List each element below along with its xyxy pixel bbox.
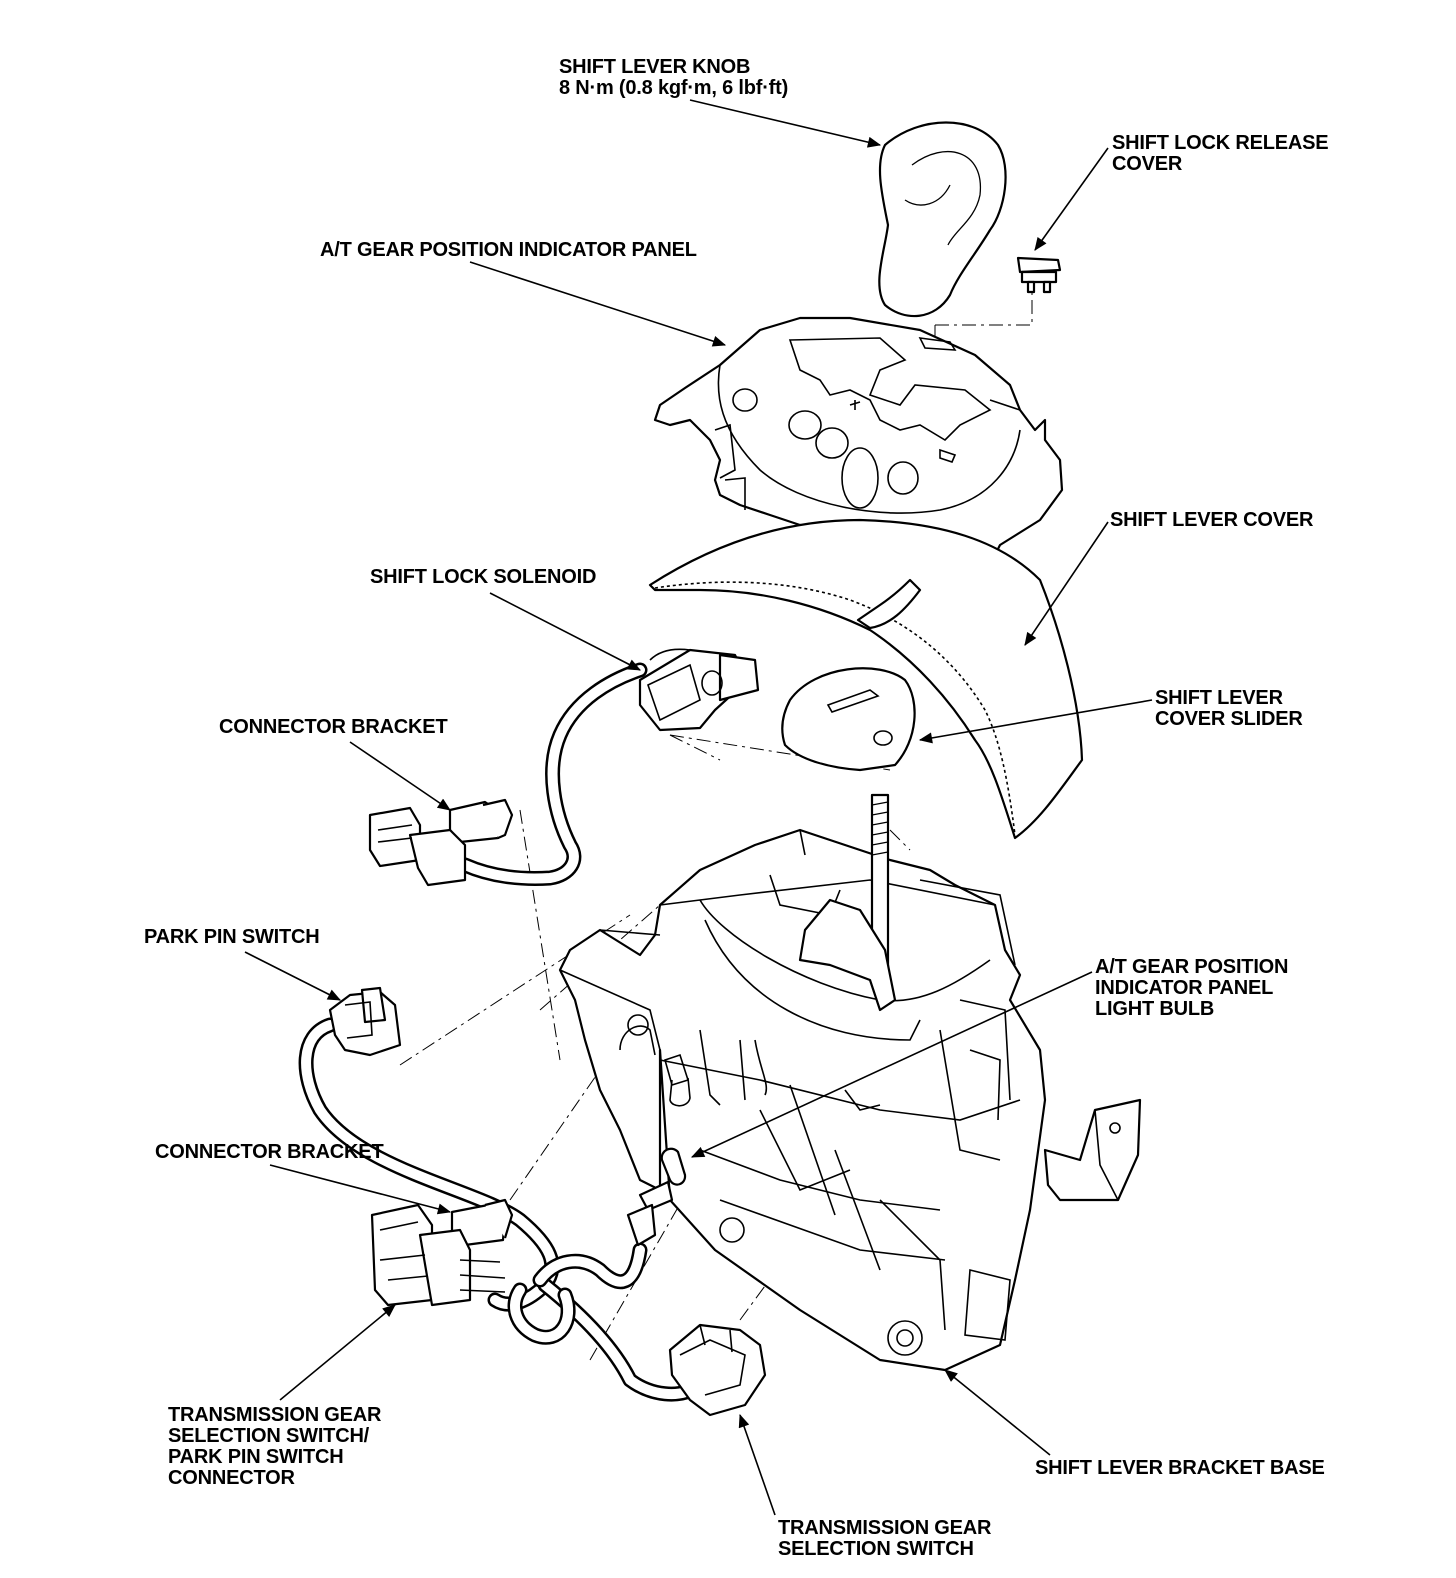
shift-lever-cover-slider <box>781 667 916 772</box>
label-park-pin-switch: PARK PIN SWITCH <box>144 927 320 948</box>
label-line: A/T GEAR POSITION <box>1095 956 1289 978</box>
label-line: CONNECTOR BRACKET <box>155 1141 384 1163</box>
label-line: COVER SLIDER <box>1155 708 1303 730</box>
label-line: A/T GEAR POSITION INDICATOR PANEL <box>320 239 697 261</box>
label-transmission-gear-selection-switch: TRANSMISSION GEAR SELECTION SWITCH <box>778 1518 991 1560</box>
label-shift-lock-release-cover: SHIFT LOCK RELEASE COVER <box>1112 132 1329 175</box>
label-line: PARK PIN SWITCH <box>168 1446 344 1468</box>
wiring-harness <box>298 662 708 1402</box>
label-line: TRANSMISSION GEAR <box>778 1517 992 1539</box>
label-line: SHIFT LOCK SOLENOID <box>370 566 597 588</box>
label-line: SHIFT LEVER <box>1155 687 1283 709</box>
connector-bracket-upper <box>448 798 514 844</box>
label-line: SHIFT LEVER COVER <box>1110 509 1314 531</box>
tgs-park-pin-connector <box>370 1203 506 1307</box>
label-line: INDICATOR PANEL <box>1095 977 1274 999</box>
label-line: COVER <box>1112 153 1183 175</box>
label-line: SELECTION SWITCH <box>778 1538 974 1560</box>
shift-lever-cover <box>648 518 1084 840</box>
connector-upper <box>368 806 467 887</box>
label-line: SHIFT LEVER BRACKET BASE <box>1035 1457 1325 1479</box>
shift-lock-release-cover <box>1016 256 1062 294</box>
park-pin-switch <box>328 986 402 1057</box>
label-line: SHIFT LOCK RELEASE <box>1112 132 1329 154</box>
shift-lever-rod <box>798 793 897 1012</box>
shift-lever-bracket-base <box>558 828 1142 1372</box>
label-connector-bracket-lower: CONNECTOR BRACKET <box>155 1141 384 1163</box>
leader-lines <box>244 99 1153 1516</box>
label-shift-lever-bracket-base: SHIFT LEVER BRACKET BASE <box>1035 1458 1325 1479</box>
shift-lever-knob <box>878 121 1007 318</box>
label-line: CONNECTOR <box>168 1467 295 1489</box>
label-connector-bracket-upper: CONNECTOR BRACKET <box>219 716 448 738</box>
label-line: SHIFT LEVER KNOB <box>559 56 751 78</box>
label-cover-slider: SHIFT LEVER COVER SLIDER <box>1155 688 1303 730</box>
label-shift-lock-solenoid: SHIFT LOCK SOLENOID <box>370 567 596 588</box>
label-line: PARK PIN SWITCH <box>144 926 320 948</box>
label-line: LIGHT BULB <box>1095 998 1215 1020</box>
indicator-light-bulb <box>626 1147 687 1247</box>
label-shift-lever-knob: SHIFT LEVER KNOB 8 N·m (0.8 kgf·m, 6 lbf… <box>559 57 788 99</box>
label-tgs-park-pin-connector: TRANSMISSION GEAR SELECTION SWITCH/ PARK… <box>168 1405 381 1489</box>
label-indicator-panel: A/T GEAR POSITION INDICATOR PANEL <box>320 240 697 261</box>
transmission-gear-selection-switch <box>668 1323 767 1417</box>
label-line: TRANSMISSION GEAR <box>168 1404 382 1426</box>
label-line: SELECTION SWITCH/ <box>168 1425 370 1447</box>
label-line: CONNECTOR BRACKET <box>219 716 448 738</box>
shift-lock-solenoid <box>638 648 760 732</box>
label-line: 8 N·m (0.8 kgf·m, 6 lbf·ft) <box>559 77 789 99</box>
label-light-bulb: A/T GEAR POSITION INDICATOR PANEL LIGHT … <box>1095 957 1288 1020</box>
label-shift-lever-cover: SHIFT LEVER COVER <box>1110 510 1313 531</box>
